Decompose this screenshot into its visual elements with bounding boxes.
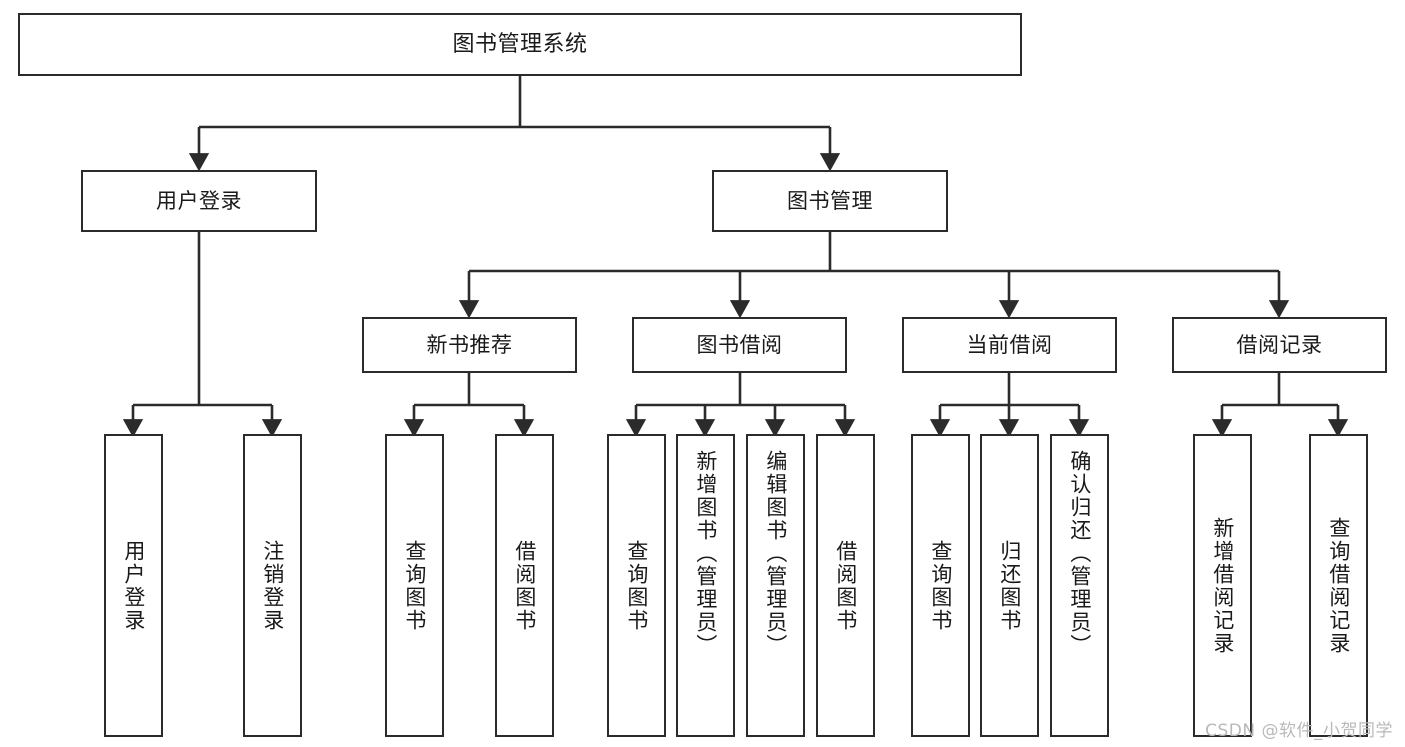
leaf-record-add-record[interactable]: 新增借阅记录 [1193,434,1252,737]
leaf-borrow-borrow-book[interactable]: 借阅图书 [816,434,875,737]
node-label: 确认归还（管理员） [1067,450,1092,657]
leaf-current-query-book[interactable]: 查询图书 [911,434,970,737]
node-label: 查询图书 [624,539,649,632]
leaf-user-login-signin[interactable]: 用户登录 [104,434,163,737]
node-label: 编辑图书（管理员） [763,450,788,657]
node-label: 新书推荐 [426,332,513,357]
leaf-user-login-signout[interactable]: 注销登录 [243,434,302,737]
node-label: 图书借阅 [696,332,783,357]
node-label: 借阅图书 [833,539,858,632]
node-label: 图书管理系统 [452,31,588,57]
node-label: 用户登录 [156,188,242,213]
node-borrow-record[interactable]: 借阅记录 [1172,317,1387,373]
leaf-borrow-query-book[interactable]: 查询图书 [607,434,666,737]
node-label: 新增借阅记录 [1210,516,1235,655]
watermark-text: CSDN @软件_小贺同学 [1205,721,1393,741]
node-user-login[interactable]: 用户登录 [81,170,317,232]
node-book-borrow[interactable]: 图书借阅 [632,317,847,373]
node-label: 借阅记录 [1236,332,1323,357]
leaf-current-return-book[interactable]: 归还图书 [980,434,1039,737]
node-label: 新增图书（管理员） [693,450,718,657]
node-label: 图书管理 [787,188,873,213]
node-label: 借阅图书 [512,539,537,632]
node-current-borrow[interactable]: 当前借阅 [902,317,1117,373]
leaf-borrow-add-book-admin[interactable]: 新增图书（管理员） [676,434,735,737]
node-label: 用户登录 [121,539,146,632]
node-label: 查询图书 [928,539,953,632]
leaf-current-confirm-return-admin[interactable]: 确认归还（管理员） [1050,434,1109,737]
node-book-management[interactable]: 图书管理 [712,170,948,232]
leaf-new-book-query[interactable]: 查询图书 [385,434,444,737]
node-label: 当前借阅 [966,332,1053,357]
leaf-record-query-record[interactable]: 查询借阅记录 [1309,434,1368,737]
node-new-book-recommend[interactable]: 新书推荐 [362,317,577,373]
node-label: 查询借阅记录 [1326,516,1351,655]
node-root-system[interactable]: 图书管理系统 [18,13,1022,76]
node-label: 查询图书 [402,539,427,632]
node-label: 归还图书 [997,539,1022,632]
leaf-borrow-edit-book-admin[interactable]: 编辑图书（管理员） [746,434,805,737]
node-label: 注销登录 [260,539,285,632]
leaf-new-book-borrow[interactable]: 借阅图书 [495,434,554,737]
